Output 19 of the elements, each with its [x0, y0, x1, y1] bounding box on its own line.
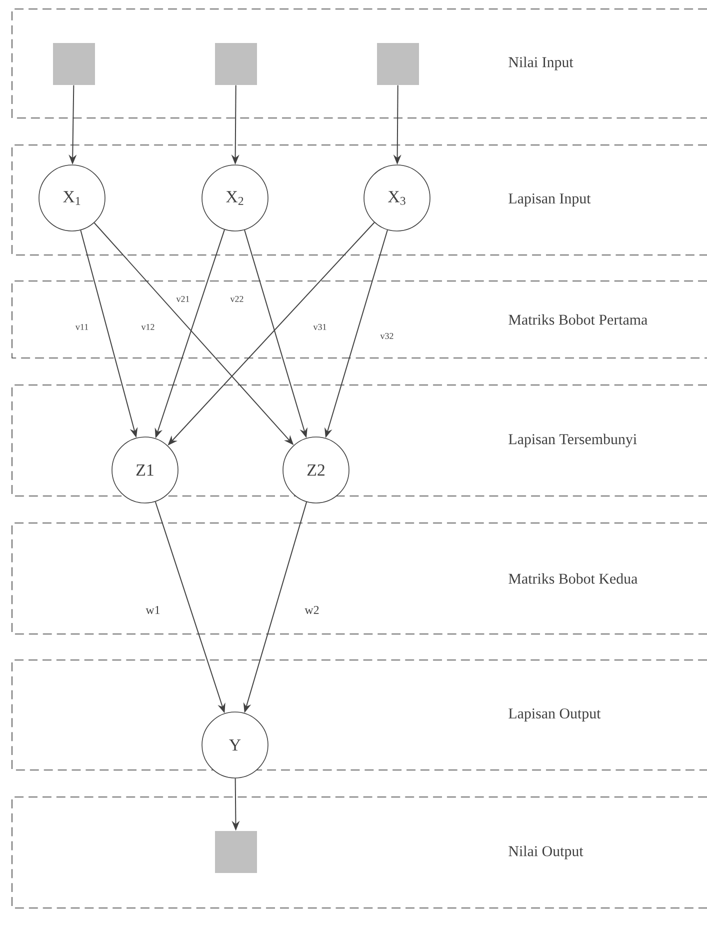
layer-label: Lapisan Input [508, 193, 591, 207]
edge-label: v12 [140, 322, 156, 331]
edge-label: v22 [229, 294, 245, 303]
edge-label: w1 [144, 605, 162, 615]
value-square [377, 43, 419, 85]
value-square [215, 43, 257, 85]
edge-label: v31 [312, 322, 328, 331]
layer-label: Matriks Bobot Kedua [508, 573, 638, 584]
layer-label: Lapisan Output [508, 708, 601, 722]
layer-label: Nilai Input [508, 56, 574, 70]
value-square [215, 831, 257, 873]
layer-label: Lapisan Tersembunyi [508, 434, 637, 448]
edge-label: v32 [379, 332, 395, 340]
value-square [53, 43, 95, 85]
layer-label: Matriks Bobot Pertama [508, 314, 648, 325]
edge-label: v11 [74, 323, 90, 331]
edge-label: w2 [304, 604, 320, 615]
layer-label: Nilai Output [508, 846, 584, 860]
edge-label: v21 [175, 294, 191, 303]
